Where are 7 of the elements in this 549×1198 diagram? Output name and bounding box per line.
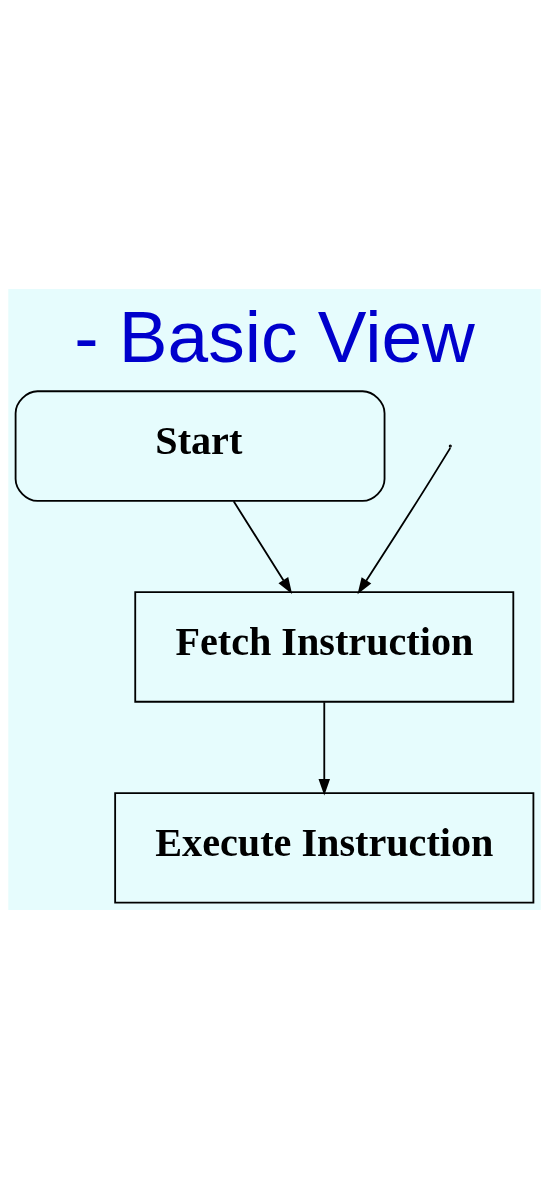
node-box: Execute Instruction [114,791,535,904]
node-box: Start [14,389,386,502]
arrow [232,499,293,594]
diagram-title: - Basic View [74,295,475,377]
arrow [357,446,452,594]
node-box: Fetch Instruction [134,590,515,703]
arrow [318,700,331,795]
